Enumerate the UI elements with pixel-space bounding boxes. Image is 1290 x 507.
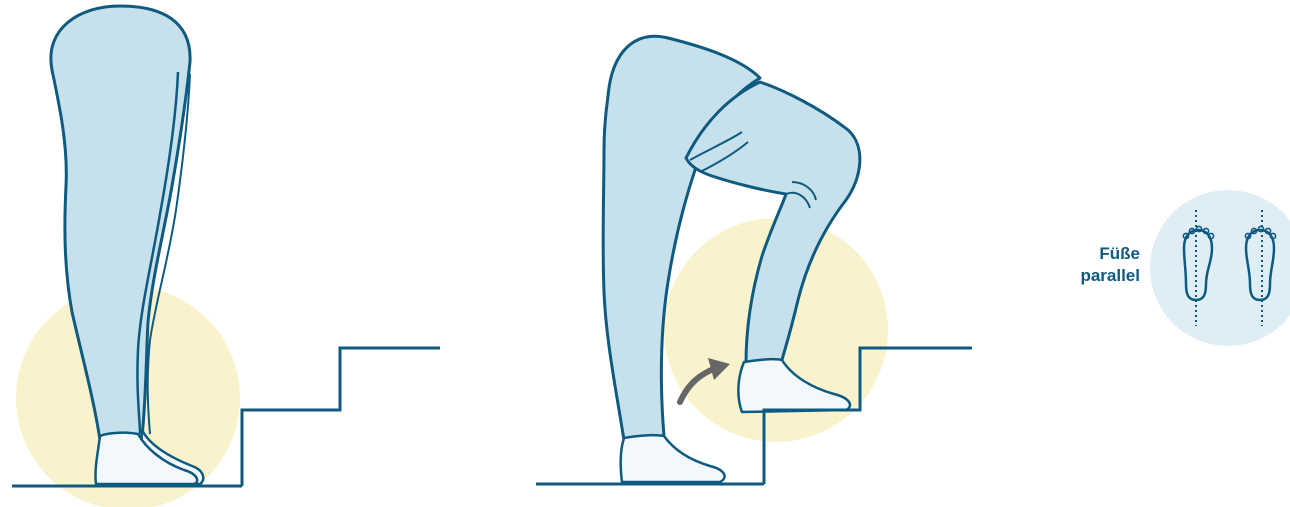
inset-circle bbox=[1150, 190, 1290, 346]
feet-parallel-inset bbox=[1150, 190, 1290, 346]
foot-standing bbox=[621, 435, 725, 482]
feet-parallel-label: Füße parallel bbox=[1032, 243, 1140, 287]
feet-parallel-label-line2: parallel bbox=[1032, 265, 1140, 287]
stairs-left bbox=[242, 348, 440, 486]
standing-figure bbox=[12, 6, 440, 507]
stepping-figure bbox=[536, 36, 972, 484]
feet-parallel-label-line1: Füße bbox=[1032, 243, 1140, 265]
